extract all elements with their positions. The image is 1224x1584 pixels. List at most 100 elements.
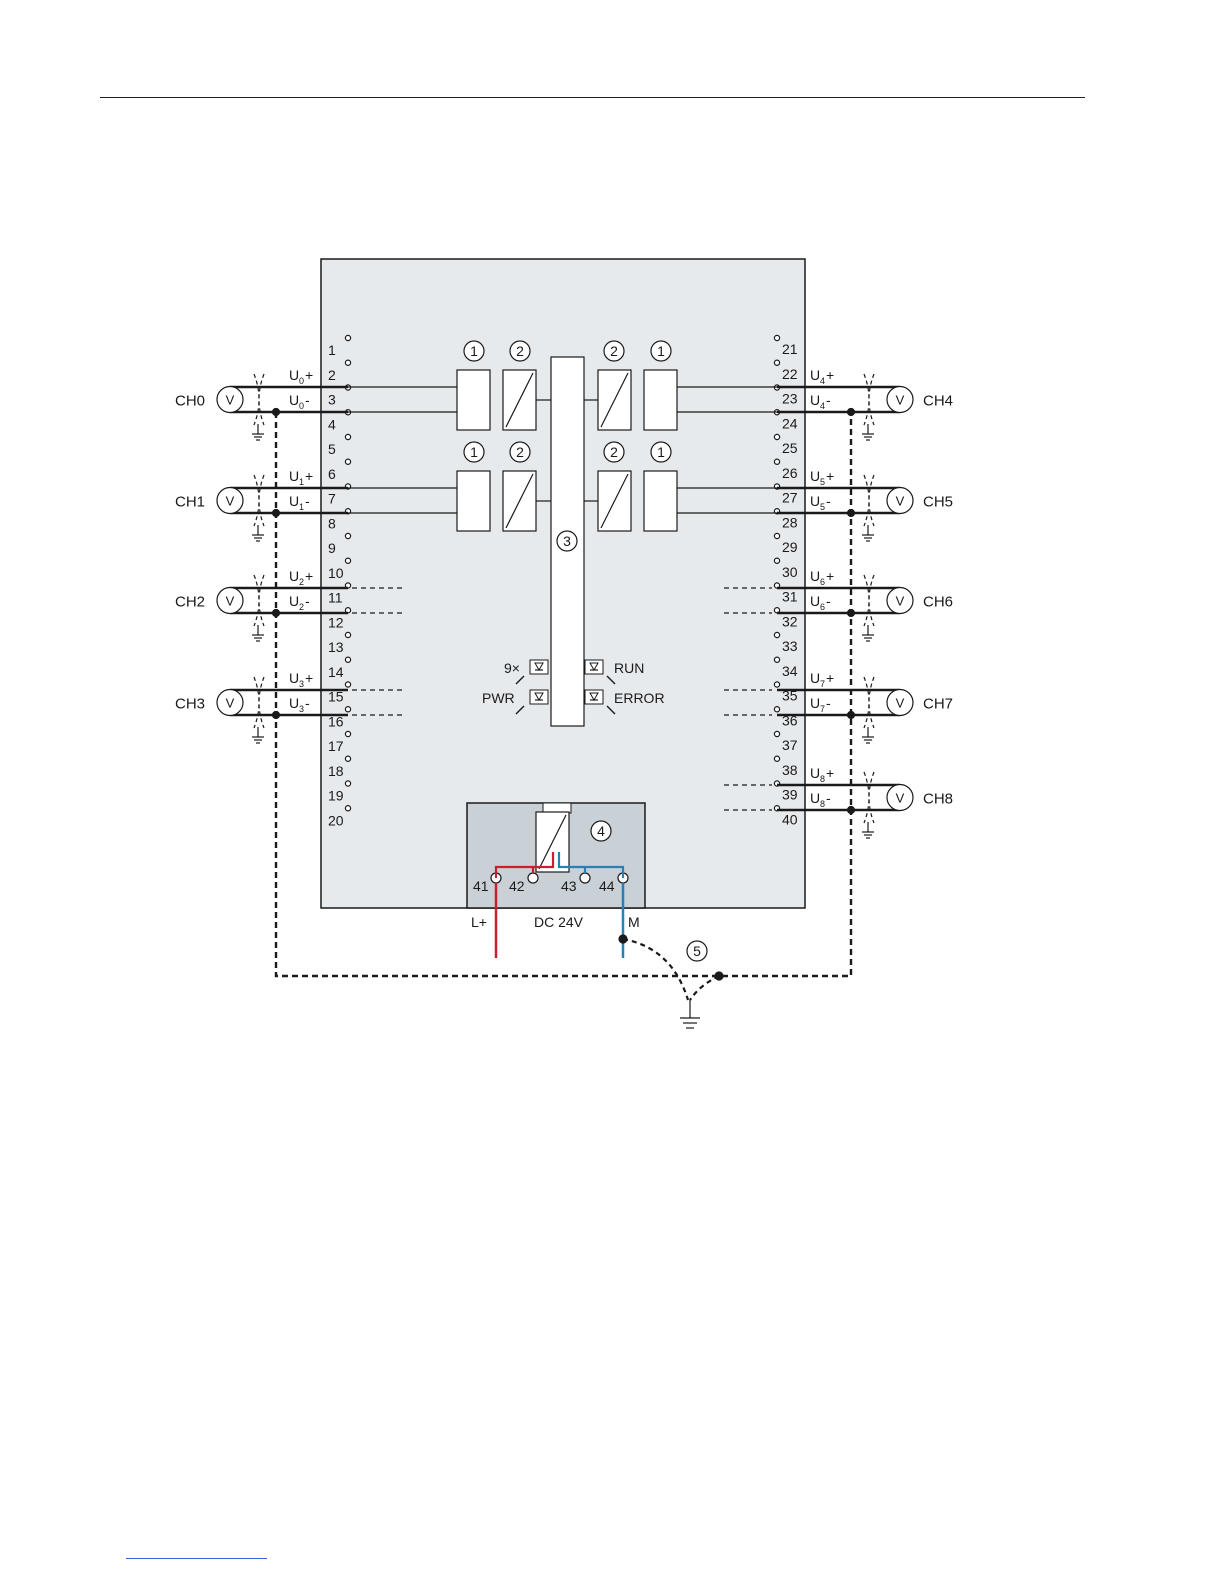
callout-3: [556, 530, 578, 552]
callout-3-text: 3: [563, 533, 571, 549]
cable-shield: [258, 676, 265, 729]
terminal-number-right: 24: [782, 415, 798, 431]
terminal-left: [344, 458, 352, 465]
terminal-number-right: 40: [782, 811, 798, 827]
u-subscript: 2: [299, 602, 304, 612]
input-filter-left: [456, 369, 491, 431]
voltage-source-label: V: [226, 594, 235, 609]
cable-shield: [863, 373, 870, 426]
terminal-number-right: 23: [782, 391, 798, 407]
led-symbol-left-diode: [534, 662, 544, 672]
callout-1-text: 1: [470, 444, 478, 460]
module-layer: [320, 258, 806, 909]
terminal-number-left: 17: [328, 738, 344, 754]
callout-4-text: 4: [597, 823, 605, 839]
terminal-number-right: 21: [782, 341, 798, 357]
terminal-number-left: 9: [328, 540, 336, 556]
voltage-source-label: V: [896, 393, 905, 408]
cable-shield: [863, 474, 870, 527]
footer-link-rule: [126, 1558, 267, 1559]
u-subscript: 4: [820, 401, 825, 411]
led-symbol-right: [584, 689, 604, 705]
terminal-left: [344, 681, 352, 688]
u-plus-sign: +: [826, 568, 834, 584]
label-layer: 1234567891011121314151617181920212223242…: [175, 340, 953, 962]
terminal-number-left: 19: [328, 788, 344, 804]
u-subscript: 8: [820, 799, 825, 809]
terminal-left: [344, 334, 352, 342]
m-internal: [557, 852, 625, 878]
u-subscript: 1: [299, 502, 304, 512]
u-plus-sign: +: [826, 468, 834, 484]
u-minus-sign: -: [826, 593, 831, 609]
u-label: U: [289, 670, 299, 686]
terminal-number-right: 29: [782, 539, 798, 555]
u-minus-sign: -: [305, 695, 310, 711]
callout-1: [463, 340, 485, 362]
terminal-number-left: 6: [328, 466, 336, 482]
terminal-right: [773, 755, 781, 762]
u-label: U: [810, 670, 820, 686]
terminal-number-right: 22: [782, 366, 798, 382]
l-plus-label: L+: [471, 914, 487, 930]
cable-shield: [863, 676, 870, 729]
u-label: U: [810, 593, 820, 609]
u-subscript: 2: [299, 577, 304, 587]
l-plus-internal: [494, 852, 555, 878]
led-symbol-right: [584, 659, 604, 675]
voltage-source-label: V: [896, 494, 905, 509]
cable-shield: [868, 373, 875, 426]
cable-shield: [863, 574, 870, 627]
isolation-right: [597, 369, 632, 431]
terminal-number-right: 35: [782, 688, 798, 704]
led-symbol-left: [529, 689, 549, 705]
terminal-number-left: 15: [328, 689, 344, 705]
terminal-left: [344, 706, 352, 713]
u-label: U: [810, 568, 820, 584]
cable-shield: [868, 771, 875, 824]
callout-2: [509, 441, 531, 463]
terminal-number-right: 33: [782, 638, 798, 654]
terminal-right: [773, 631, 781, 639]
bond-to-earth: [689, 975, 720, 1001]
led-arrow: [515, 675, 525, 685]
supply-voltage-label: DC 24V: [534, 914, 584, 930]
led-arrow: [515, 705, 525, 715]
callout-2: [603, 441, 625, 463]
isolation-left-slash: [505, 473, 534, 529]
header-rule: [100, 97, 1085, 98]
u-subscript: 7: [820, 679, 825, 689]
led-count-label: 9×: [504, 660, 520, 676]
u-subscript: 3: [299, 679, 304, 689]
led-symbol-left-diode: [534, 692, 544, 702]
voltage-source: [886, 486, 914, 515]
cable-shield: [868, 574, 875, 627]
u-subscript: 4: [820, 376, 825, 386]
u-subscript: 3: [299, 704, 304, 714]
led-error-label: ERROR: [614, 690, 665, 706]
u-label: U: [810, 695, 820, 711]
voltage-source: [216, 385, 244, 414]
callout-2-text: 2: [516, 444, 524, 460]
led-arrow: [606, 705, 616, 715]
voltage-source: [216, 688, 244, 717]
terminal-number-right: 38: [782, 762, 798, 778]
terminal-number-left: 16: [328, 713, 344, 729]
channel-label: CH1: [175, 494, 205, 511]
terminal-number-left: 13: [328, 639, 344, 655]
cable-shield: [253, 676, 260, 729]
callout-1: [463, 441, 485, 463]
terminal-number-right: 27: [782, 490, 798, 506]
cable-shield: [253, 474, 260, 527]
terminal-left: [344, 532, 352, 540]
callout-5: [686, 940, 708, 962]
u-label: U: [810, 493, 820, 509]
input-filter-right: [643, 369, 678, 431]
callout-2: [509, 340, 531, 362]
power-converter-slash: [538, 814, 567, 870]
terminal-number-right: 26: [782, 465, 798, 481]
callout-2-text: 2: [610, 444, 618, 460]
terminal-number-left: 4: [328, 416, 336, 432]
u-subscript: 7: [820, 704, 825, 714]
